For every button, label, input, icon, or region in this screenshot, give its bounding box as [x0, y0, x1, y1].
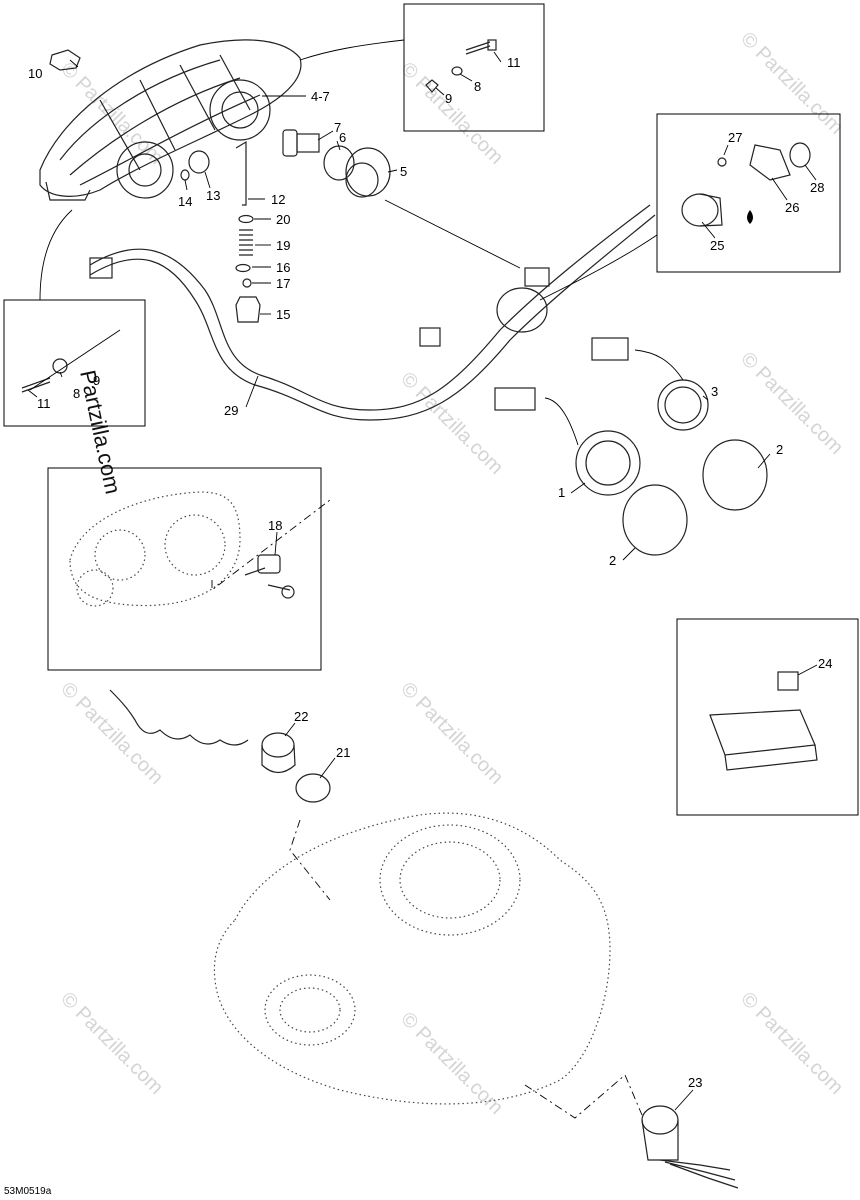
callout-3: 3 [711, 384, 718, 399]
screw-11-top [465, 39, 497, 55]
seal-ring-6 [323, 145, 355, 181]
callout-19: 19 [276, 238, 290, 253]
washer-8-top [451, 66, 463, 76]
inset-box-sensor [656, 113, 841, 273]
inset-box-gauge-cluster [47, 467, 322, 671]
callout-24: 24 [818, 656, 832, 671]
rubber-boot-5 [345, 147, 391, 198]
ignition-switch-23 [641, 1105, 739, 1189]
key-switch-18 [244, 554, 295, 599]
lanyard-cord [109, 689, 249, 746]
watermark: © Partzilla.com [396, 368, 507, 479]
spring-19 [239, 229, 253, 256]
drawing-code: 53M0519a [4, 1186, 52, 1197]
assembly-lines [39, 39, 684, 1119]
callout-1: 1 [558, 485, 565, 500]
callout-16: 16 [276, 260, 290, 275]
oil-drop-icon [747, 210, 753, 224]
callout-23: 23 [688, 1075, 702, 1090]
callout-10: 10 [28, 66, 42, 81]
inset-box-mounting-screws [3, 299, 146, 427]
nut-14 [180, 169, 190, 181]
inset-box-headlight-screws [403, 3, 545, 132]
watermark-overlay: Partzilla.com [75, 368, 126, 496]
watermark-layer: © Partzilla.com © Partzilla.com © Partzi… [56, 28, 847, 1119]
retaining-clip-10 [49, 49, 81, 71]
callout-labels: 10 4-7 7 6 5 12 20 19 16 17 15 14 13 11 … [28, 55, 832, 1090]
watermark: © Partzilla.com [736, 348, 847, 459]
callout-27: 27 [728, 130, 742, 145]
washer-20 [238, 214, 254, 224]
nut-17 [242, 278, 252, 288]
screw-11-side [21, 377, 51, 393]
watermark: © Partzilla.com [56, 58, 167, 169]
callout-8-top: 8 [474, 79, 481, 94]
adjuster-rod-12 [235, 140, 247, 206]
fuse-box [709, 709, 818, 771]
callout-6: 6 [339, 130, 346, 145]
callout-13: 13 [206, 188, 220, 203]
nut-27 [717, 157, 727, 167]
adjuster-knob-15 [235, 296, 261, 323]
bulb-7 [282, 129, 320, 157]
gauge-1 [575, 430, 641, 496]
tether-switch-22 [261, 732, 296, 774]
callout-25: 25 [710, 238, 724, 253]
gauge-cluster-outline [69, 491, 241, 607]
watermark: © Partzilla.com [736, 988, 847, 1099]
watermark: © Partzilla.com [736, 28, 847, 139]
watermark: © Partzilla.com [396, 678, 507, 789]
grommet-13 [188, 150, 210, 174]
callout-18: 18 [268, 518, 282, 533]
callout-4-7: 4-7 [311, 89, 330, 104]
plug-9-top [425, 79, 439, 93]
callout-29: 29 [224, 403, 238, 418]
headlight-assembly [39, 39, 302, 201]
callout-20: 20 [276, 212, 290, 227]
inset-box-fuse-box [676, 618, 859, 816]
callout-12: 12 [271, 192, 285, 207]
callout-5: 5 [400, 164, 407, 179]
callout-28: 28 [810, 180, 824, 195]
bezel-2-lower [622, 484, 688, 556]
washer-8-side [52, 358, 68, 374]
wiring-harness-29 [89, 204, 656, 421]
washer-16 [235, 263, 251, 273]
callout-26: 26 [785, 200, 799, 215]
watermark: © Partzilla.com [396, 58, 507, 169]
watermark: © Partzilla.com [56, 988, 167, 1099]
bezel-2-upper [702, 439, 768, 511]
callout-22: 22 [294, 709, 308, 724]
callout-17: 17 [276, 276, 290, 291]
callout-2-upper: 2 [776, 442, 783, 457]
seal-28 [789, 142, 811, 168]
callout-9-top: 9 [445, 91, 452, 106]
sensor-25 [681, 193, 723, 227]
relay-24 [777, 671, 799, 691]
gauge-3 [657, 379, 709, 431]
callout-11-side: 11 [37, 396, 51, 411]
centerline [29, 329, 121, 391]
callout-15: 15 [276, 307, 290, 322]
callout-9-side: 9 [93, 373, 100, 388]
dashboard-panel-outline [213, 812, 611, 1105]
callout-14: 14 [178, 194, 192, 209]
callout-7: 7 [334, 120, 341, 135]
callout-21: 21 [336, 745, 350, 760]
bracket-26 [749, 144, 791, 181]
callout-2-lower: 2 [609, 553, 616, 568]
grommet-21 [295, 773, 331, 803]
leader-lines [27, 51, 818, 1111]
callout-8-side: 8 [73, 386, 80, 401]
callout-11-top: 11 [507, 55, 521, 70]
